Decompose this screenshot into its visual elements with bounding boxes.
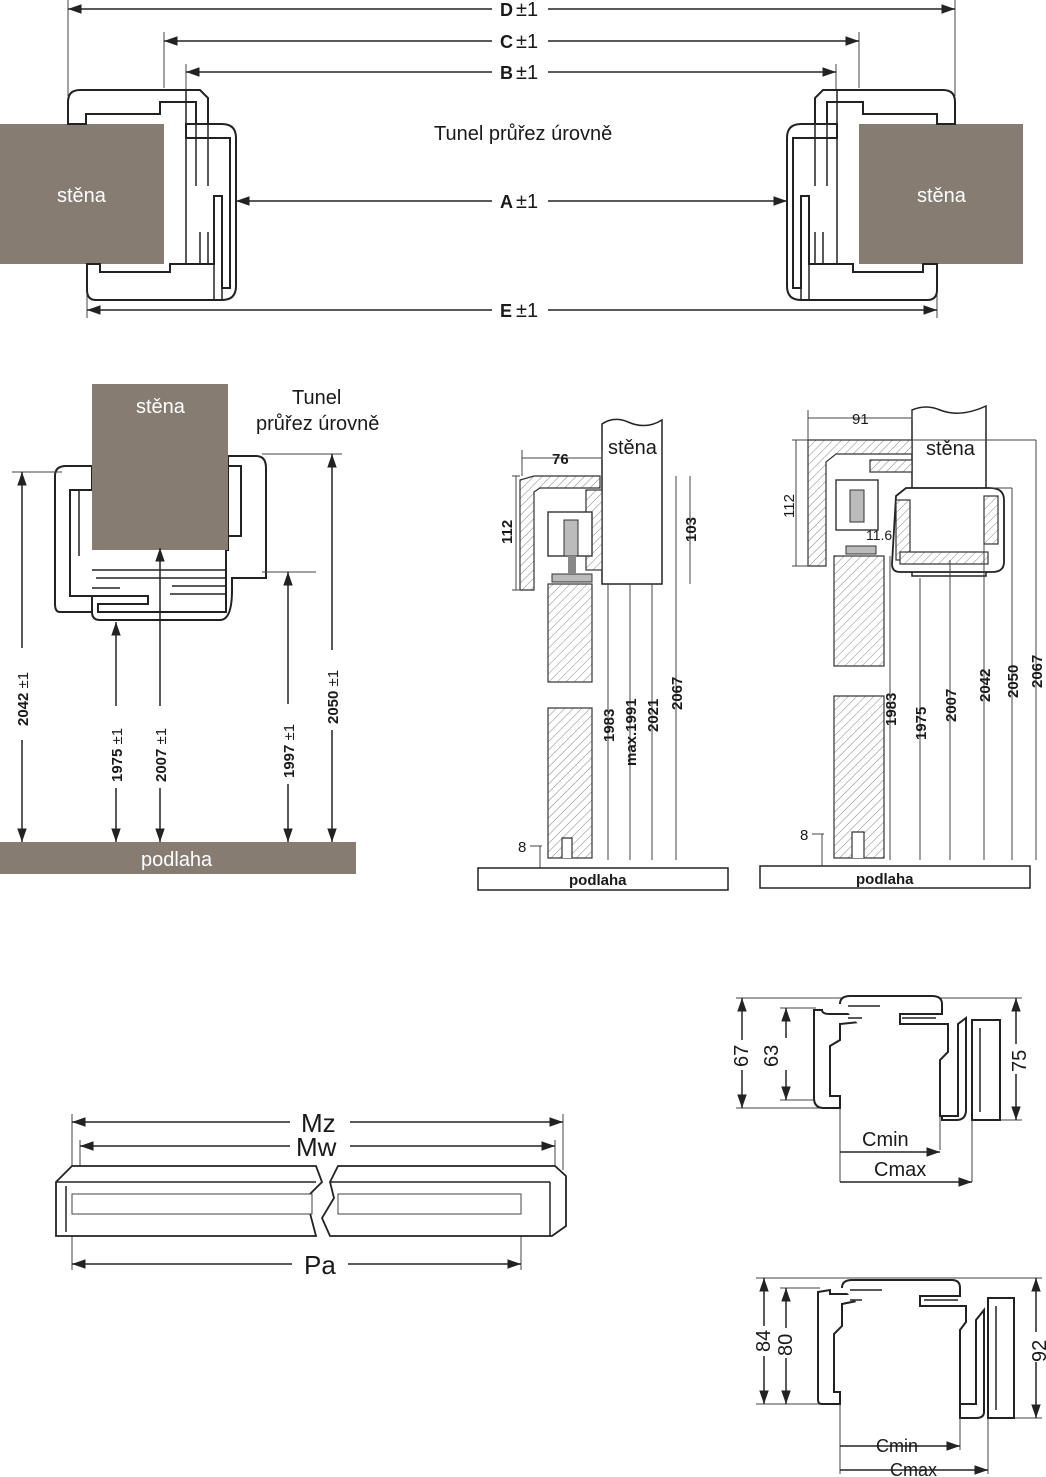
rail-mz-label: Mz bbox=[301, 1108, 336, 1138]
middle-detail-section: stěna podlaha 76 112 103 1983 max.1991 2… bbox=[477, 418, 729, 891]
left-elevation-section: Tunel průřez úrovně stěna podlaha 2042 ±… bbox=[0, 384, 379, 874]
mid-dim-1983: 1983 bbox=[601, 709, 618, 742]
dim-b-tolerance: ±1 bbox=[516, 62, 538, 84]
dim-a: A ±1 bbox=[236, 191, 787, 213]
profile-bottom-dim-84: 84 bbox=[753, 1330, 775, 1352]
dim-a-letter: A bbox=[500, 192, 513, 212]
right-dim-1975: 1975 bbox=[913, 707, 930, 740]
rail-pa-label: Pa bbox=[304, 1250, 336, 1280]
right-section-wall-label: stěna bbox=[926, 438, 976, 460]
profile-top-cmax: Cmax bbox=[874, 1159, 926, 1181]
profile-top-dim-75: 75 bbox=[1009, 1050, 1031, 1072]
dim-c: C ±1 bbox=[164, 31, 859, 53]
dim-d-tolerance: ±1 bbox=[516, 0, 538, 21]
profile-bottom-dim-92: 92 bbox=[1029, 1340, 1046, 1362]
profile-bottom-cmax: Cmax bbox=[890, 1460, 937, 1477]
mid-section-wall-label: stěna bbox=[608, 437, 658, 459]
right-dim-8: 8 bbox=[800, 827, 808, 844]
wall-left-label: stěna bbox=[57, 185, 107, 207]
profile-top-dim-63: 63 bbox=[761, 1045, 783, 1067]
right-dim-91: 91 bbox=[852, 411, 869, 428]
dim-d: D ±1 bbox=[68, 0, 955, 21]
rail-section: Mz Mw Pa bbox=[55, 1108, 567, 1280]
left-section-title-2: průřez úrovně bbox=[256, 413, 379, 435]
left-dim-1997: 1997 ±1 bbox=[281, 724, 298, 778]
right-dim-112: 112 bbox=[781, 494, 798, 518]
right-dim-2050: 2050 bbox=[1005, 665, 1022, 698]
rail-mw-label: Mw bbox=[296, 1132, 337, 1162]
dim-d-letter: D bbox=[500, 0, 513, 20]
profile-top-dim-67: 67 bbox=[731, 1045, 753, 1067]
dim-b: B ±1 bbox=[186, 62, 836, 84]
profile-bottom-dim-80: 80 bbox=[775, 1334, 797, 1356]
dim-e: E ±1 bbox=[87, 300, 937, 322]
left-dim-2050: 2050 ±1 bbox=[325, 670, 342, 724]
mid-dim-103: 103 bbox=[683, 517, 700, 542]
profile-bottom-cmin: Cmin bbox=[876, 1436, 918, 1456]
right-dim-11-6: 11.6 bbox=[866, 527, 892, 543]
left-dim-2007: 2007 ±1 bbox=[153, 728, 170, 782]
frame-left bbox=[67, 89, 237, 301]
right-section-floor-label: podlaha bbox=[856, 871, 914, 888]
wall-left bbox=[0, 124, 164, 264]
dim-e-letter: E bbox=[500, 301, 512, 321]
mid-dim-max: max.1991 bbox=[623, 698, 640, 766]
mid-dim-112: 112 bbox=[499, 520, 516, 544]
dim-c-letter: C bbox=[500, 32, 513, 52]
left-section-wall-label: stěna bbox=[136, 396, 186, 418]
profile-bottom-section: 84 80 92 Cmin Cmax bbox=[753, 1277, 1046, 1477]
left-dim-1975: 1975 ±1 bbox=[109, 728, 126, 782]
dim-a-tolerance: ±1 bbox=[516, 191, 538, 213]
right-dim-2007: 2007 bbox=[943, 689, 960, 722]
top-plan-section: D ±1 C ±1 B ±1 Tunel průřez úrovně stěna bbox=[0, 0, 1023, 322]
right-dim-2042: 2042 bbox=[977, 669, 994, 702]
mid-section-floor-label: podlaha bbox=[569, 872, 627, 889]
right-dim-1983: 1983 bbox=[883, 693, 900, 726]
profile-top-cmin: Cmin bbox=[862, 1129, 909, 1151]
mid-dim-2067: 2067 bbox=[669, 677, 686, 710]
profile-top-section: 67 63 75 Cmin Cmax bbox=[731, 995, 1031, 1187]
frame-right bbox=[786, 89, 956, 301]
mid-dim-2021: 2021 bbox=[645, 699, 662, 732]
wall-right-label: stěna bbox=[917, 185, 967, 207]
mid-dim-76: 76 bbox=[552, 451, 569, 468]
left-section-wall bbox=[92, 384, 228, 550]
dim-c-tolerance: ±1 bbox=[516, 31, 538, 53]
left-dim-2042: 2042 ±1 bbox=[15, 672, 32, 726]
top-section-title: Tunel průřez úrovně bbox=[434, 123, 612, 145]
dim-b-letter: B bbox=[500, 63, 513, 83]
left-section-title-1: Tunel bbox=[292, 387, 341, 409]
dim-e-tolerance: ±1 bbox=[516, 300, 538, 322]
mid-dim-8: 8 bbox=[518, 839, 526, 856]
right-detail-section: stěna podlaha 91 112 11.6 bbox=[759, 404, 1046, 889]
left-section-floor bbox=[0, 842, 356, 874]
left-section-floor-label: podlaha bbox=[141, 849, 213, 871]
right-dim-2067: 2067 bbox=[1029, 655, 1046, 688]
wall-right bbox=[859, 124, 1023, 264]
